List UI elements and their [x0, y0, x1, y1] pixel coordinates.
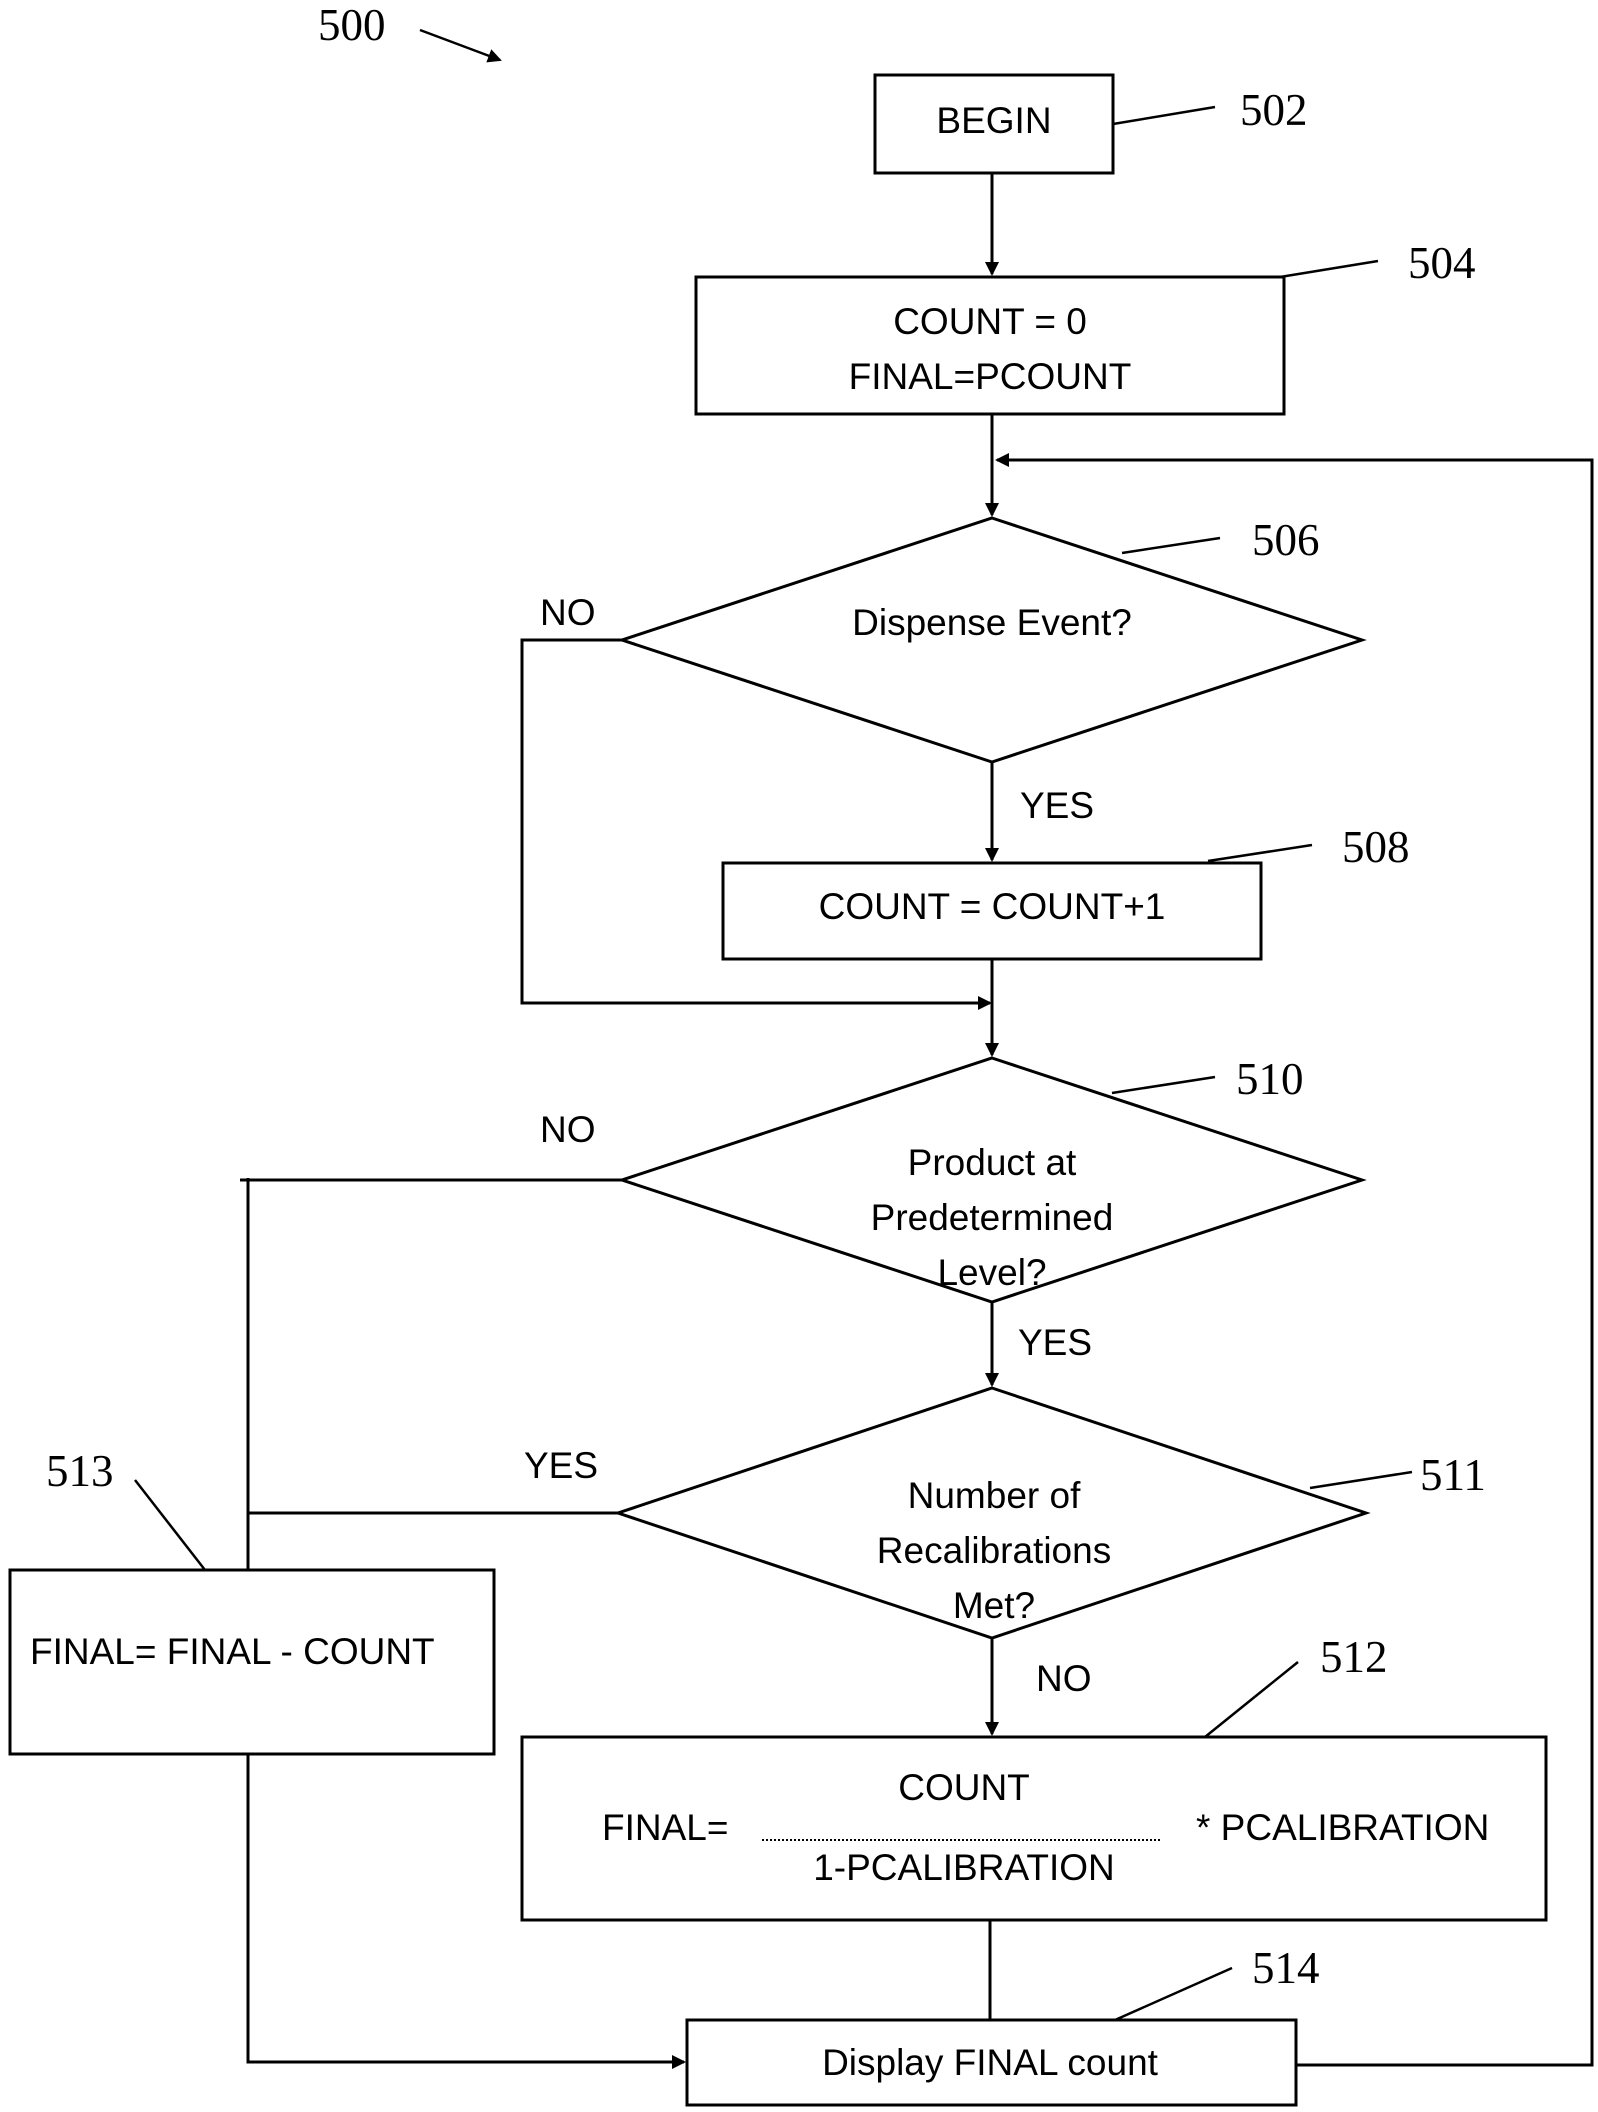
level-line-2: Predetermined: [871, 1197, 1114, 1238]
dispense-yes-label: YES: [1020, 785, 1094, 826]
level-no-label: NO: [540, 1109, 596, 1150]
ref-leader-513: [135, 1480, 205, 1570]
level-line-1: Product at: [908, 1142, 1077, 1183]
increment-label: COUNT = COUNT+1: [819, 886, 1166, 927]
init-line-2: FINAL=PCOUNT: [849, 356, 1132, 397]
dispense-label: Dispense Event?: [852, 602, 1132, 643]
dispense-no-label: NO: [540, 592, 596, 633]
ref-504: 504: [1408, 238, 1476, 288]
ref-leader-510: [1112, 1077, 1215, 1093]
ref-508: 508: [1342, 822, 1410, 872]
calc-numerator: COUNT: [898, 1767, 1030, 1808]
recal-line-3: Met?: [953, 1585, 1035, 1626]
begin-label: BEGIN: [936, 100, 1051, 141]
ref-leader-512: [1205, 1662, 1298, 1737]
ref-511: 511: [1420, 1450, 1486, 1500]
recal-no-label: NO: [1036, 1658, 1092, 1699]
recal-line-2: Recalibrations: [877, 1530, 1111, 1571]
ref-513: 513: [46, 1446, 114, 1496]
recal-line-1: Number of: [908, 1475, 1081, 1516]
ref-leader-504: [1280, 261, 1378, 277]
ref-leader-508: [1208, 845, 1312, 861]
figure-number: 500: [318, 0, 386, 50]
calc-denominator: 1-PCALIBRATION: [813, 1847, 1115, 1888]
display-label: Display FINAL count: [822, 2042, 1159, 2083]
ref-514: 514: [1252, 1943, 1320, 1993]
ref-leader-506: [1122, 538, 1220, 553]
calc-suffix: * PCALIBRATION: [1196, 1807, 1489, 1848]
ref-leader-502: [1113, 107, 1215, 124]
ref-leader-514: [1115, 1968, 1232, 2020]
ref-512: 512: [1320, 1632, 1388, 1682]
calc-prefix: FINAL=: [602, 1807, 728, 1848]
ref-510: 510: [1236, 1054, 1304, 1104]
ref-506: 506: [1252, 515, 1320, 565]
init-line-1: COUNT = 0: [893, 301, 1087, 342]
figure-pointer-arrow: [420, 30, 500, 60]
level-line-3: Level?: [937, 1252, 1046, 1293]
ref-leader-511: [1310, 1472, 1412, 1488]
recal-yes-label: YES: [524, 1445, 598, 1486]
ref-502: 502: [1240, 85, 1308, 135]
subtract-label: FINAL= FINAL - COUNT: [30, 1631, 435, 1672]
level-yes-label: YES: [1018, 1322, 1092, 1363]
